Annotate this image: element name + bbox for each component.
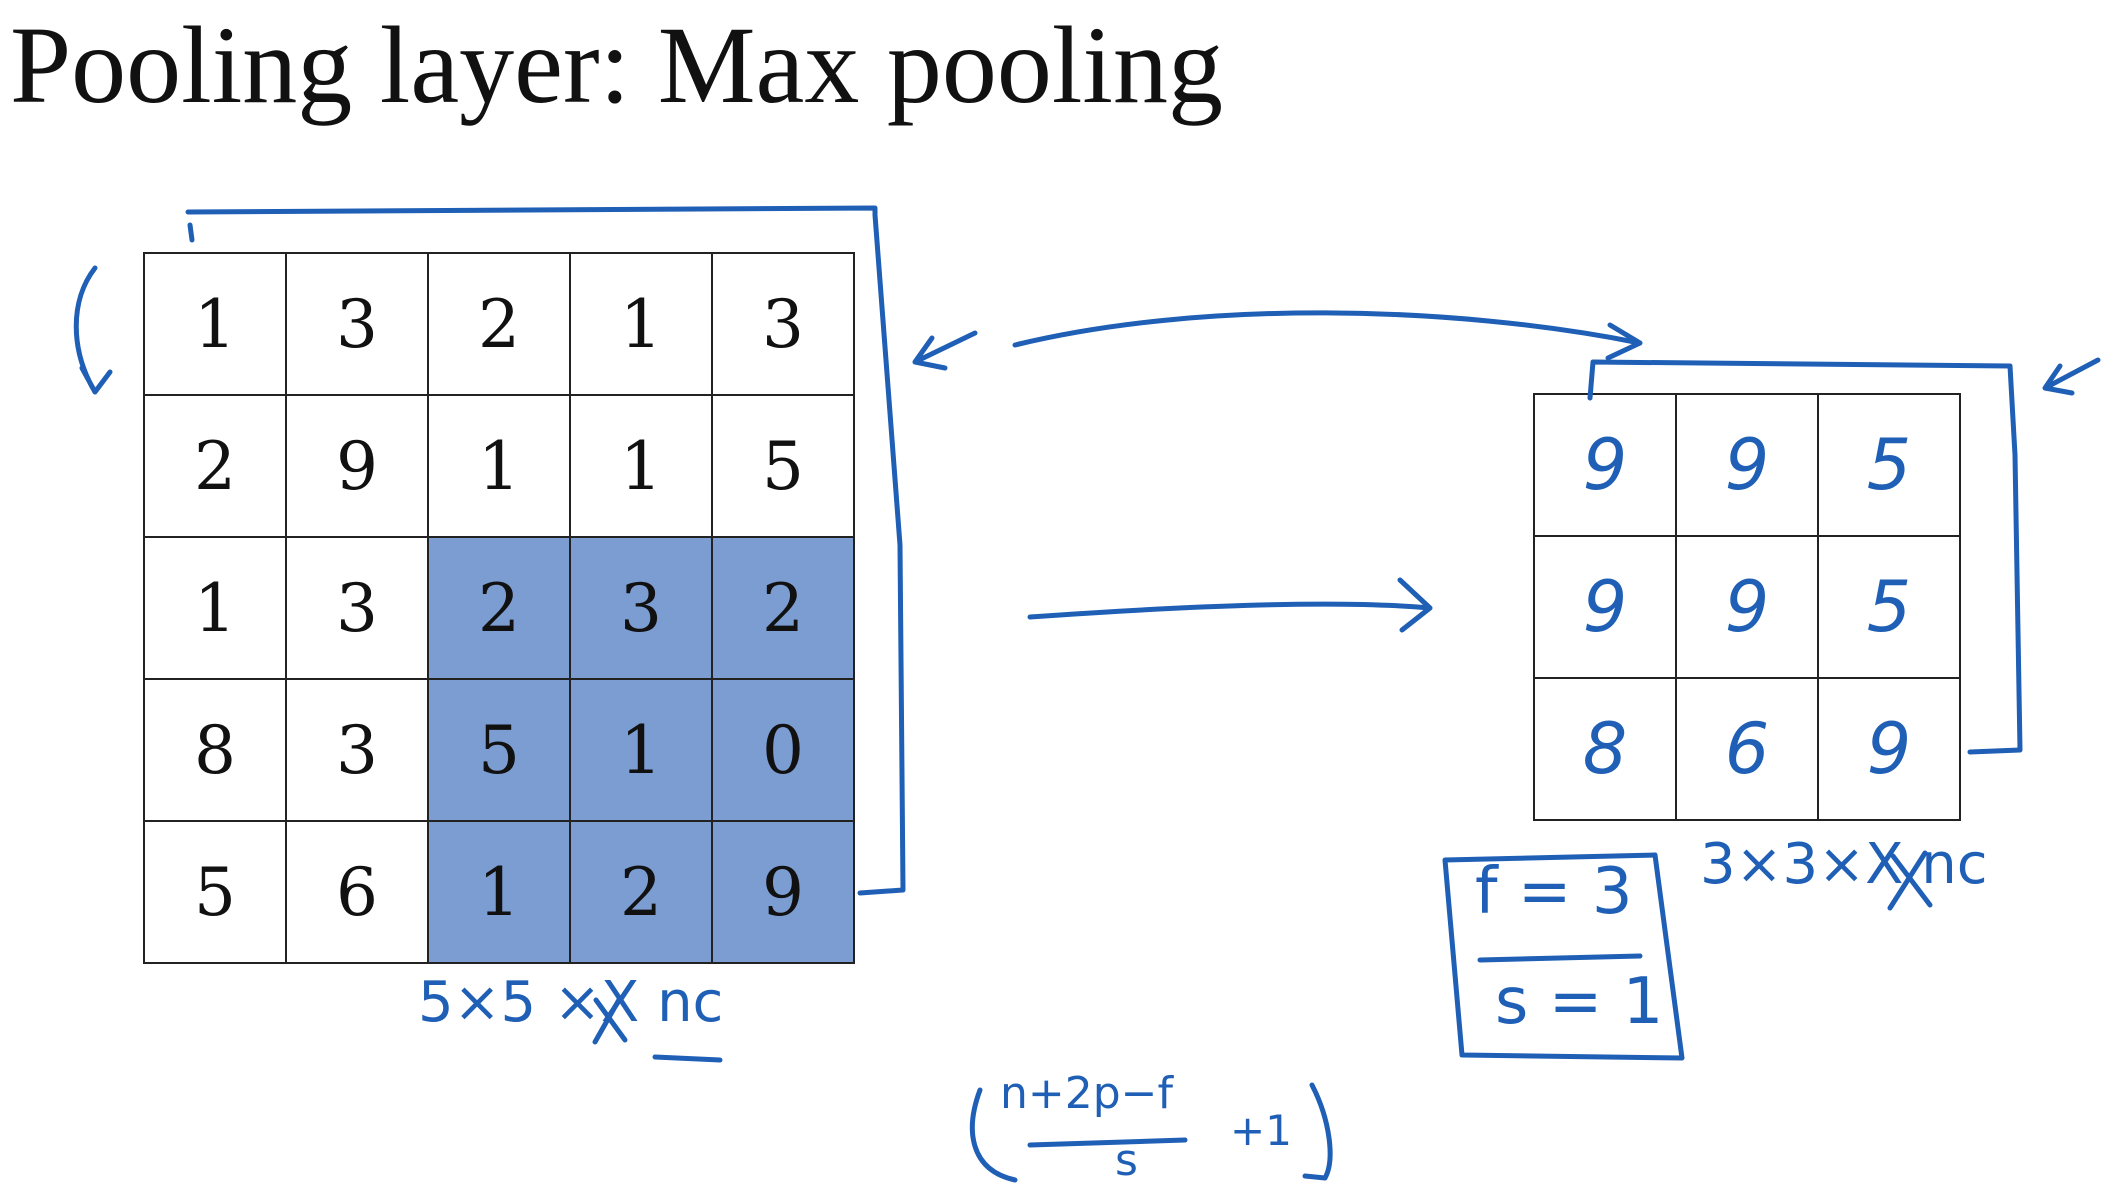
output-pointer-arrow <box>2042 357 2101 396</box>
input-matrix: 1 3 2 1 3 2 9 1 1 5 1 3 2 3 2 8 3 5 1 0 … <box>143 252 855 964</box>
input-cell: 3 <box>711 252 855 396</box>
input-cell-highlighted: 9 <box>711 820 855 964</box>
input-cell: 1 <box>427 394 571 538</box>
nc-underline <box>652 1054 723 1063</box>
output-cell: 8 <box>1533 677 1677 821</box>
table-row: 9 9 5 <box>1533 393 1961 537</box>
input-cell: 2 <box>143 394 287 538</box>
stride-label: s = 1 <box>1495 965 1664 1039</box>
input-cell: 9 <box>285 394 429 538</box>
output-dimensions-label: 3×3×X nc <box>1700 832 1988 897</box>
output-matrix: 9 9 5 9 9 5 8 6 9 <box>1533 393 1961 821</box>
table-row: 8 3 5 1 0 <box>143 678 855 822</box>
input-dimensions-label: 5×5 ×X nc <box>418 970 724 1035</box>
page-title: Pooling layer: Max pooling <box>10 4 1223 126</box>
left-curve-arrow <box>73 265 113 395</box>
table-row: 2 9 1 1 5 <box>143 394 855 538</box>
input-cell-highlighted: 1 <box>427 820 571 964</box>
input-cell-highlighted: 3 <box>569 536 713 680</box>
input-cell-highlighted: 2 <box>427 536 571 680</box>
output-cell: 5 <box>1817 535 1961 679</box>
input-cell: 5 <box>143 820 287 964</box>
input-cell: 2 <box>427 252 571 396</box>
tick-mark <box>187 222 195 243</box>
input-cell: 8 <box>143 678 287 822</box>
input-cell: 3 <box>285 678 429 822</box>
input-cell: 3 <box>285 536 429 680</box>
input-cell: 1 <box>143 536 287 680</box>
forward-arrow <box>1027 577 1433 633</box>
input-pointer-arrow <box>912 330 978 371</box>
input-cell: 3 <box>285 252 429 396</box>
input-cell: 6 <box>285 820 429 964</box>
formula-denominator: s <box>1115 1135 1138 1186</box>
output-cell: 9 <box>1533 535 1677 679</box>
input-cell: 1 <box>569 394 713 538</box>
input-cell-highlighted: 5 <box>427 678 571 822</box>
hyperparam-divider <box>1477 953 1643 963</box>
formula-fraction-bar <box>1027 1137 1188 1148</box>
input-cell-highlighted: 2 <box>711 536 855 680</box>
table-row: 9 9 5 <box>1533 535 1961 679</box>
table-row: 5 6 1 2 9 <box>143 820 855 964</box>
output-cell: 9 <box>1675 393 1819 537</box>
top-connector-arrow <box>1012 310 1643 361</box>
formula-right-bracket <box>1302 1082 1333 1181</box>
input-cell: 1 <box>143 252 287 396</box>
output-cell: 5 <box>1817 393 1961 537</box>
table-row: 1 3 2 1 3 <box>143 252 855 396</box>
formula-plus-one: +1 <box>1230 1106 1292 1155</box>
output-cell: 9 <box>1533 393 1677 537</box>
table-row: 8 6 9 <box>1533 677 1961 821</box>
output-cell: 6 <box>1675 677 1819 821</box>
table-row: 1 3 2 3 2 <box>143 536 855 680</box>
input-cell: 5 <box>711 394 855 538</box>
output-cell: 9 <box>1675 535 1819 679</box>
input-cell: 1 <box>569 252 713 396</box>
formula-numerator: n+2p−f <box>1000 1068 1174 1119</box>
filter-size-label: f = 3 <box>1475 855 1633 929</box>
output-cell: 9 <box>1817 677 1961 821</box>
input-cell-highlighted: 1 <box>569 678 713 822</box>
input-cell-highlighted: 2 <box>569 820 713 964</box>
input-cell-highlighted: 0 <box>711 678 855 822</box>
